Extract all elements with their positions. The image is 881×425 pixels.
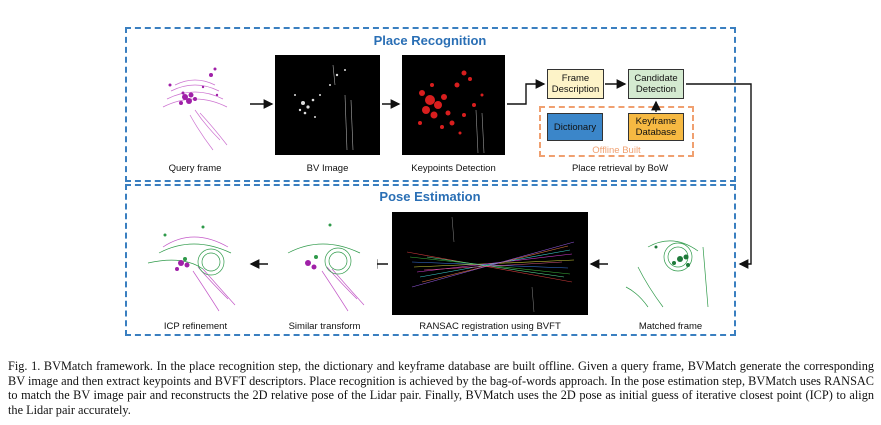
matched-frame-image <box>618 207 723 315</box>
pose-estimation-title: Pose Estimation <box>379 189 481 204</box>
query-frame-label: Query frame <box>168 163 222 174</box>
matched-frame-label: Matched frame <box>638 321 703 332</box>
keypoints-image <box>402 55 505 155</box>
icp-refinement-label: ICP refinement <box>163 321 228 332</box>
ransac-label: RANSAC registration using BVFT <box>419 321 561 332</box>
offline-built-region <box>539 106 694 157</box>
place-retrieval-label: Place retrieval by BoW <box>571 163 669 174</box>
candidate-detection-box: Candidate Detection <box>628 69 684 99</box>
bv-image <box>275 55 380 155</box>
place-recognition-title: Place Recognition <box>373 33 487 48</box>
query-frame-image <box>145 55 245 155</box>
frame-description-box: Frame Description <box>547 69 604 99</box>
dictionary-box: Dictionary <box>547 113 603 141</box>
keypoints-label: Keypoints Detection <box>411 163 496 174</box>
keyframe-database-box: Keyframe Database <box>628 113 684 141</box>
pose-estimation-panel <box>125 184 736 336</box>
similar-transform-image <box>272 207 377 315</box>
ransac-registration-image <box>392 212 588 315</box>
icp-refinement-image <box>143 207 248 315</box>
place-recognition-panel <box>125 27 736 182</box>
similar-transform-label: Similar transform <box>288 321 361 332</box>
bv-image-label: BV Image <box>306 163 349 174</box>
offline-built-label: Offline Built <box>592 145 641 156</box>
figure-caption: Fig. 1. BVMatch framework. In the place … <box>8 359 874 417</box>
